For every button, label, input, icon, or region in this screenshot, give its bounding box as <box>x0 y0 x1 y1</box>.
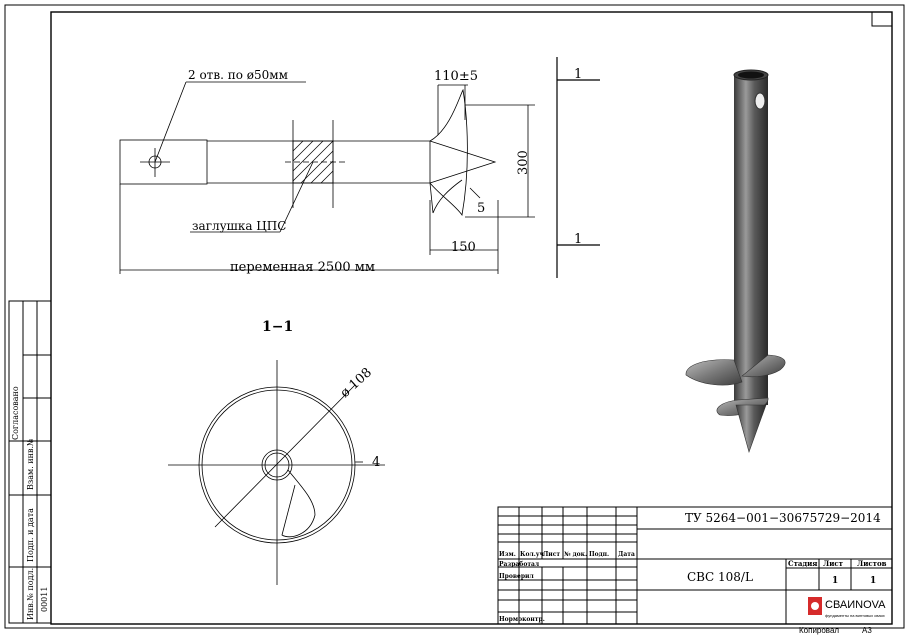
outer-frame <box>4 4 905 629</box>
norm-control-label: Нормоконтр. <box>499 616 545 623</box>
length-note: переменная 2500 мм <box>230 260 375 275</box>
section-mark-top: 1 <box>574 67 582 82</box>
sheet-header: Лист <box>823 559 844 568</box>
col-ndok: № док. <box>564 551 587 558</box>
section-mark-bottom: 1 <box>574 232 582 247</box>
col-izm: Изм. <box>499 551 516 558</box>
col-list: Лист <box>543 551 560 558</box>
sign-date-label: Подп. и дата <box>26 508 35 562</box>
checked-label: Проверил <box>499 573 534 580</box>
dim-300: 300 <box>516 150 531 175</box>
col-koluch: Кол.уч <box>520 551 545 558</box>
col-data: Дата <box>618 551 635 558</box>
left-strip <box>8 300 52 624</box>
sheets-header: Листов <box>857 559 887 568</box>
wall-label: 4 <box>372 455 380 470</box>
inv-orig-label: Инв.№ подл. <box>26 568 35 620</box>
holes-note: 2 отв. по ø50мм <box>188 68 288 82</box>
section-title: 1−1 <box>262 319 293 335</box>
agreed-label: Согласовано <box>11 386 20 440</box>
stage-header: Стадия <box>788 559 817 568</box>
diameter-label: ø 108 <box>338 365 375 401</box>
format-label: А3 <box>862 626 872 635</box>
corner-box <box>871 11 893 27</box>
brand-logo: СВАИNOVA фундаменты на винтовых сваях <box>808 597 886 618</box>
inv-number: 00011 <box>40 587 49 612</box>
plug-note: заглушка ЦПС <box>192 219 286 233</box>
dim-110: 110±5 <box>434 69 478 84</box>
brand-name: СВАИNOVA <box>825 599 886 611</box>
developed-label: Разработал <box>499 561 540 568</box>
inv-replace-label: Взам. инв.№ <box>26 438 35 490</box>
pile-side-view <box>119 57 600 278</box>
sheet-value: 1 <box>832 576 838 586</box>
dim-5: 5 <box>477 201 485 216</box>
product-name: СВС 108/L <box>687 570 753 584</box>
sheets-value: 1 <box>870 576 876 586</box>
pile-3d-render <box>685 69 786 453</box>
doc-code: ТУ 5264−001−30675729−2014 <box>685 511 881 525</box>
col-podp: Подп. <box>589 551 609 558</box>
brand-sub: фундаменты на винтовых сваях <box>825 613 885 618</box>
title-block <box>497 506 893 625</box>
dim-150: 150 <box>451 240 476 255</box>
copied-label: Копировал <box>799 626 839 635</box>
section-view <box>168 360 385 585</box>
